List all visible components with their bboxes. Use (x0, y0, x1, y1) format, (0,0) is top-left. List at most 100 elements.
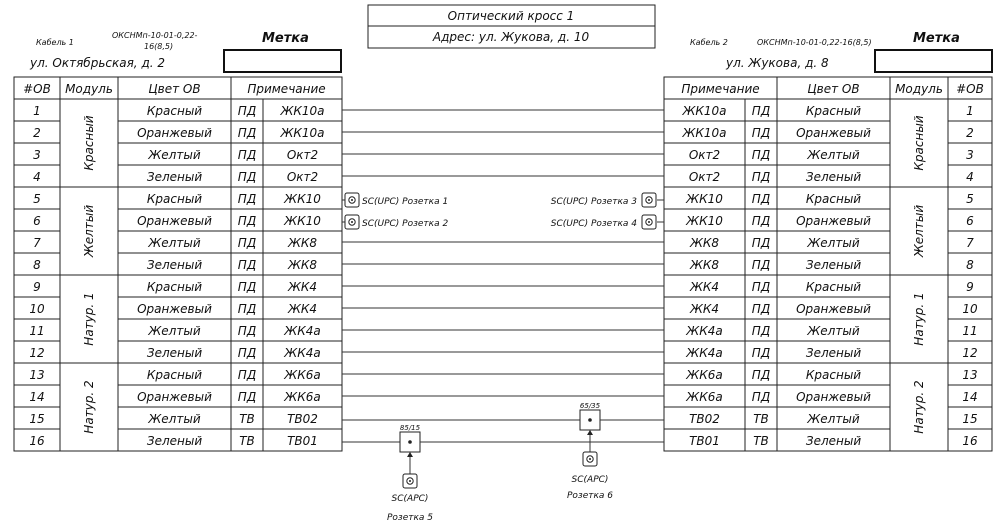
fiber-note: Окт2 (689, 170, 720, 184)
fiber-type: ПД (238, 302, 256, 316)
fiber-note: ЖК10а (681, 104, 726, 118)
right-cable-label: Кабель 2 (690, 38, 728, 47)
socket-2[interactable]: SC(UPC) Розетка 2 (342, 214, 448, 230)
table-row: 12 Зеленый ПД ЖК4а (29, 346, 320, 360)
fiber-type: ПД (752, 214, 770, 228)
fiber-number: 9 (966, 280, 974, 294)
fiber-number: 4 (33, 170, 41, 184)
fiber-type: ПД (752, 126, 770, 140)
fiber-color: Оранжевый (137, 214, 212, 228)
fiber-note: ЖК4а (283, 346, 320, 360)
splitter-85-15[interactable]: 85/15 (342, 424, 664, 474)
fiber-type: ПД (238, 104, 256, 118)
fiber-color: Красный (806, 104, 861, 118)
left-header-color: Цвет ОВ (148, 82, 200, 96)
fiber-type: ПД (752, 280, 770, 294)
fiber-type: ПД (238, 368, 256, 382)
right-cable-header: Кабель 2 ОКСНМп-10-01-0,22-16(8,5) ул. Ж… (690, 31, 993, 73)
right-mark-field[interactable] (874, 49, 993, 73)
module-label: Натур. 1 (912, 292, 926, 345)
fiber-number: 11 (962, 324, 977, 338)
title-block: Оптический кросс 1 Адрес: ул. Жукова, д.… (367, 4, 656, 49)
right-mark-header: Метка (913, 31, 960, 46)
fiber-color: Зеленый (147, 434, 202, 448)
socket-3[interactable]: SC(UPC) Розетка 3 (551, 192, 664, 208)
fiber-note: ТВ02 (689, 412, 720, 426)
splitter-65-35[interactable]: 65/35 (342, 402, 664, 452)
socket-5[interactable]: SC(APC) Розетка 5 (387, 473, 433, 523)
fiber-type: ПД (752, 368, 770, 382)
right-header-color: Цвет ОВ (807, 82, 859, 96)
fiber-type: ПД (752, 236, 770, 250)
fiber-type: ПД (238, 126, 256, 140)
left-cable-label: Кабель 1 (36, 38, 74, 47)
module-label: Натур. 2 (912, 380, 926, 433)
fiber-number: 8 (966, 258, 974, 272)
fiber-number: 10 (29, 302, 45, 316)
left-cable-header: Кабель 1 ОКСНМп-10-01-0,22- 16(8,5) ул. … (29, 31, 342, 73)
fiber-color: Зеленый (806, 170, 861, 184)
socket-1[interactable]: SC(UPC) Розетка 1 (342, 192, 448, 208)
fiber-color: Зеленый (806, 434, 861, 448)
module-label: Красный (912, 115, 926, 170)
fiber-note: ЖК8 (287, 258, 317, 272)
fiber-type: ПД (752, 324, 770, 338)
fiber-color: Красный (147, 368, 202, 382)
fiber-type: ПД (238, 346, 256, 360)
module-label: Желтый (912, 205, 926, 258)
fiber-number: 12 (29, 346, 44, 360)
right-header-note: Примечание (681, 82, 759, 96)
module-label: Желтый (82, 205, 96, 258)
fiber-note: ТВ02 (287, 412, 318, 426)
fiber-note: Окт2 (689, 148, 720, 162)
fiber-note: ЖК6а (685, 368, 722, 382)
right-street: ул. Жукова, д. 8 (725, 56, 829, 70)
fiber-note: ТВ01 (287, 434, 318, 448)
fiber-note: Окт2 (287, 148, 318, 162)
fiber-note: ЖК10 (685, 214, 723, 228)
fiber-type: ПД (752, 390, 770, 404)
socket-5-name: Розетка 5 (387, 513, 433, 523)
fiber-note: ТВ01 (689, 434, 720, 448)
socket-2-label: SC(UPC) Розетка 2 (362, 219, 448, 229)
splitter-65-35-ratio: 65/35 (580, 402, 601, 410)
fiber-number: 15 (962, 412, 977, 426)
right-cable-type: ОКСНМп-10-01-0,22-16(8,5) (757, 38, 872, 47)
socket-4[interactable]: SC(UPC) Розетка 4 (551, 214, 664, 230)
fiber-note: ЖК10а (279, 126, 324, 140)
socket-6[interactable]: SC(APC) Розетка 6 (567, 451, 613, 501)
fiber-color: Желтый (806, 324, 859, 338)
fiber-number: 5 (966, 192, 974, 206)
fiber-color: Зеленый (147, 346, 202, 360)
left-header-note: Примечание (247, 82, 325, 96)
socket-4-label: SC(UPC) Розетка 4 (551, 219, 637, 229)
left-mark-field[interactable] (223, 49, 342, 73)
fiber-color: Желтый (147, 148, 200, 162)
fiber-number: 13 (29, 368, 44, 382)
fiber-color: Зеленый (806, 258, 861, 272)
fiber-note: ЖК10 (685, 192, 723, 206)
fiber-type: ПД (752, 170, 770, 184)
